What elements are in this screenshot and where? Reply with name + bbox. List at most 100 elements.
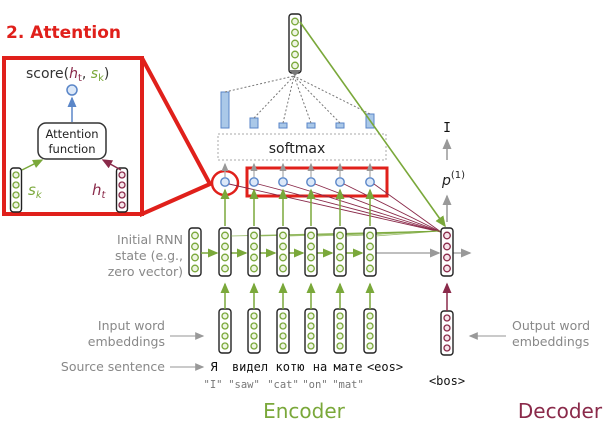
softmax-box — [217, 133, 387, 161]
input-embedding-unit — [250, 322, 258, 330]
encoder-hidden-state-frame — [218, 227, 232, 277]
input-embedding-unit — [366, 332, 374, 340]
inset-score-node — [66, 84, 78, 96]
input-embedding-unit — [307, 312, 315, 320]
translation-token: "I" — [204, 379, 223, 391]
inset-decoder-state — [115, 167, 129, 213]
inset-h-label: ht — [92, 181, 107, 201]
context-vector-unit — [291, 39, 299, 48]
initial-rnn-state-unit — [191, 242, 199, 251]
translation-token: "saw" — [228, 379, 260, 391]
encoder-hidden-state-unit — [221, 242, 229, 251]
softmax-label: softmax — [269, 141, 326, 157]
inset-s-vector-unit — [12, 171, 20, 179]
rnn-label-line3: zero vector) — [108, 264, 183, 279]
decoder-to-score-line — [286, 183, 442, 233]
input-embedding-unit — [279, 332, 287, 340]
initial-rnn-state-unit — [191, 253, 199, 262]
source-token: мате — [334, 360, 363, 374]
encoder-hidden-state — [333, 227, 347, 277]
output-embeddings-line2: embeddings — [512, 334, 589, 349]
decoder-to-score-line — [373, 183, 442, 233]
rnn-label-line2: state (e.g., — [115, 248, 183, 263]
decoder-to-score-line — [228, 183, 442, 233]
decoder-hidden-state-unit — [443, 231, 451, 240]
source-token: котю — [276, 360, 305, 374]
initial-rnn-state-unit — [191, 264, 199, 273]
source-token: <eos> — [367, 360, 403, 374]
encoder-hidden-state-unit — [279, 242, 287, 251]
input-embedding-unit — [221, 312, 229, 320]
encoder-hidden-state-unit — [307, 264, 315, 273]
output-token: I — [443, 121, 451, 136]
encoder-hidden-state-unit — [221, 253, 229, 262]
encoder-hidden-state-unit — [250, 253, 258, 262]
context-vector-unit — [291, 61, 299, 70]
encoder-hidden-state-unit — [336, 253, 344, 262]
encoder-hidden-state — [363, 227, 377, 277]
weighted-sum-line — [293, 75, 312, 124]
decoder-hidden-state-unit — [443, 242, 451, 251]
input-embedding-unit — [221, 322, 229, 330]
decoder-to-score-line — [257, 183, 442, 233]
decoder-input-embedding-unit — [443, 334, 451, 342]
source-sentence-label: Source sentence — [61, 359, 165, 374]
context-vector-unit — [291, 17, 299, 26]
source-token: на — [313, 360, 327, 374]
input-embedding-unit — [366, 342, 374, 350]
encoder-hidden-state-unit — [307, 231, 315, 240]
initial-rnn-state — [188, 227, 202, 277]
attention-weight-bar — [249, 117, 259, 129]
encoder-hidden-state-unit — [366, 231, 374, 240]
initial-rnn-state-frame — [188, 227, 202, 277]
input-embedding-unit — [307, 332, 315, 340]
inset-arrow-h — [101, 159, 122, 171]
inset-s-vector — [9, 167, 23, 213]
input-embedding — [363, 308, 377, 354]
input-embedding-unit — [221, 332, 229, 340]
input-embedding-unit — [366, 322, 374, 330]
encoder-hidden-state-unit — [250, 242, 258, 251]
decoder-input-embedding — [440, 310, 454, 356]
attention-weight-bar — [220, 91, 230, 129]
encoder-hidden-state — [247, 227, 261, 277]
inset-s-label: sk — [28, 181, 43, 201]
input-embedding-unit — [279, 342, 287, 350]
decoder-to-score-line — [343, 183, 442, 233]
input-embedding-unit — [336, 342, 344, 350]
input-embeddings-line2: embeddings — [88, 334, 165, 349]
decoder-input-token: <bos> — [429, 374, 465, 388]
attention-weight-bar — [306, 122, 316, 129]
input-embedding — [276, 308, 290, 354]
attention-score-node — [278, 177, 288, 187]
decoder-input-embedding-unit — [443, 324, 451, 332]
translation-token: "on" — [302, 379, 327, 391]
input-embedding-unit — [279, 312, 287, 320]
zoom-connector — [140, 57, 213, 218]
attention-function-line1: Attention — [45, 127, 98, 141]
encoder-hidden-state-unit — [279, 264, 287, 273]
title: 2. Attention — [6, 23, 121, 43]
input-embedding-unit — [221, 342, 229, 350]
decoder-label: Decoder — [518, 399, 603, 423]
encoder-hidden-state — [276, 227, 290, 277]
encoder-hidden-state-frame — [247, 227, 261, 277]
attention-score-node — [365, 177, 375, 187]
context-to-decoder-arrow — [299, 21, 446, 228]
source-token: Я — [210, 360, 217, 374]
hidden-to-decoder-line — [375, 230, 441, 237]
aggregation-node — [289, 70, 301, 76]
input-embedding-unit — [250, 332, 258, 340]
decoder-hidden-state-unit — [443, 264, 451, 273]
weighted-sum-line — [293, 75, 341, 124]
input-embedding-unit — [336, 322, 344, 330]
encoder-hidden-state-unit — [307, 242, 315, 251]
decoder-hidden-state-unit — [443, 253, 451, 262]
input-embedding — [333, 308, 347, 354]
encoder-hidden-state — [304, 227, 318, 277]
inset-s-vector-unit — [12, 191, 20, 199]
decoder-input-embedding-unit — [443, 314, 451, 322]
inset-h-vector-frame — [115, 167, 129, 213]
encoder-hidden-state-unit — [336, 242, 344, 251]
